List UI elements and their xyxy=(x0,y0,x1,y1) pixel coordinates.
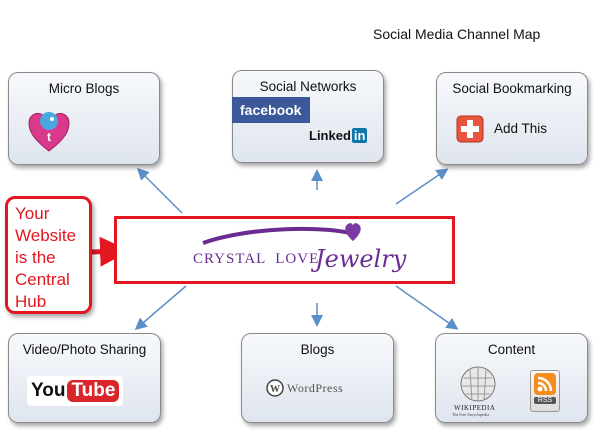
wikipedia-tagline: The Free Encyclopedia xyxy=(452,412,490,417)
heart-gem-icon xyxy=(345,223,361,241)
blogs-box: Blogs W WordPress xyxy=(241,333,394,423)
rss-label: RSS xyxy=(534,397,556,404)
arrow-to-micro-blogs xyxy=(136,167,183,214)
video-photo-label: Video/Photo Sharing xyxy=(22,342,147,357)
callout-text: Your Website is the Central Hub xyxy=(15,204,77,311)
blogs-label: Blogs xyxy=(300,342,335,357)
diagram-title: Social Media Channel Map xyxy=(373,26,541,42)
social-bookmarking-label: Social Bookmarking xyxy=(452,81,572,96)
central-hub-callout: Your Website is the Central Hub xyxy=(5,196,92,314)
micro-blogs-label: Micro Blogs xyxy=(48,81,120,96)
add-this-label: Add This xyxy=(494,121,548,136)
rss-logo: RSS xyxy=(530,370,560,412)
linkedin-in: in xyxy=(351,128,368,143)
hub-logo-line2: Jewelry xyxy=(310,245,407,273)
micro-blogs-box: Micro Blogs t xyxy=(8,72,160,165)
central-hub-box: CRYSTAL LOVE Jewelry xyxy=(114,216,455,284)
twitter-bird-icon: t xyxy=(28,112,70,152)
wordpress-text: WordPress xyxy=(287,380,344,395)
arrow-to-content xyxy=(395,285,459,330)
svg-text:t: t xyxy=(47,130,51,144)
wikipedia-globe-icon xyxy=(460,366,496,402)
wikipedia-wordmark: WIKIPEDIA xyxy=(454,404,496,412)
content-label: Content xyxy=(487,342,536,357)
facebook-logo: facebook xyxy=(232,97,310,123)
youtube-you: You xyxy=(31,380,66,401)
plus-icon xyxy=(456,115,484,143)
social-networks-label: Social Networks xyxy=(259,79,357,94)
wordpress-logo: W WordPress xyxy=(266,379,343,397)
youtube-tube: Tube xyxy=(67,380,120,402)
social-bookmarking-box: Social Bookmarking Add This xyxy=(436,72,588,165)
wordpress-icon: W xyxy=(266,379,284,397)
crystal-love-jewelry-logo: CRYSTAL LOVE Jewelry xyxy=(193,223,407,273)
hub-logo-line1: CRYSTAL LOVE xyxy=(193,251,319,267)
content-box: Content WIKIPEDIA The Free Encyclopedia … xyxy=(435,333,588,423)
arrow-to-social-bookmarking xyxy=(395,168,449,205)
svg-text:W: W xyxy=(270,384,280,395)
linkedin-text: Linked xyxy=(309,128,351,143)
arrow-to-video-photo xyxy=(134,285,187,330)
rss-icon xyxy=(534,373,556,395)
